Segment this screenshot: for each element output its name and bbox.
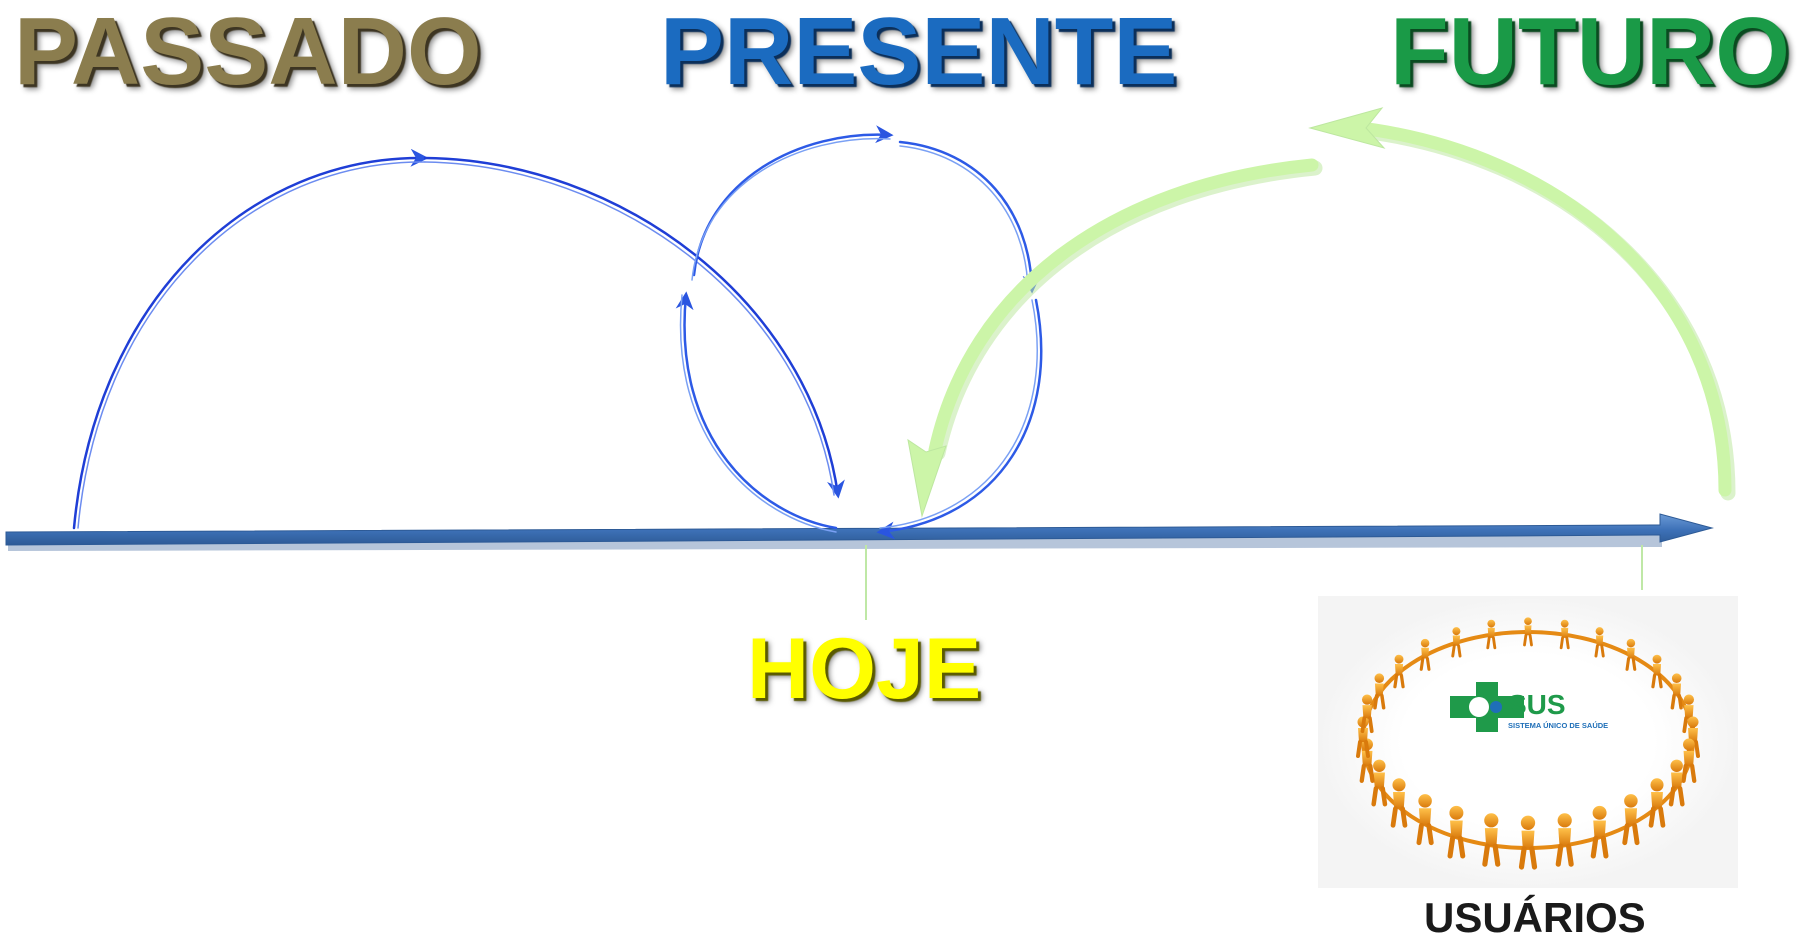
return-arc-arrow (907, 158, 1323, 518)
timeline-arrow (5, 513, 1714, 551)
person-figure (1447, 805, 1466, 859)
person-figure (1625, 638, 1637, 671)
person-figure (1486, 619, 1497, 650)
heading-future: FUTURO (1390, 0, 1790, 105)
person-figure (1590, 805, 1609, 859)
present-loop-arrow (675, 125, 1043, 540)
person-figure (1681, 738, 1697, 783)
people-ring (1356, 617, 1700, 870)
person-figure (1668, 759, 1685, 807)
person-figure (1648, 778, 1666, 828)
person-figure (1393, 654, 1405, 689)
person-figure (1482, 813, 1501, 867)
person-figure (1651, 654, 1663, 689)
person-figure (1373, 673, 1386, 710)
person-figure (1416, 794, 1434, 846)
heading-today: HOJE (747, 621, 982, 717)
person-figure (1360, 694, 1374, 734)
person-figure (1670, 673, 1683, 710)
person-figure (1390, 778, 1408, 828)
people-circle-icon: SUS SISTEMA ÚNICO DE SAÚDE (1318, 596, 1738, 888)
person-figure (1523, 617, 1533, 647)
person-figure (1419, 638, 1431, 671)
person-figure (1518, 815, 1538, 870)
heading-users: USUÁRIOS (1424, 894, 1646, 941)
person-figure (1451, 627, 1462, 658)
sus-logo-subtitle: SISTEMA ÚNICO DE SAÚDE (1508, 721, 1608, 730)
person-figure (1559, 619, 1570, 650)
past-arc-arrow (72, 148, 845, 530)
person-figure (1555, 813, 1574, 867)
sus-logo: SUS SISTEMA ÚNICO DE SAÚDE (1446, 682, 1624, 754)
heading-present: PRESENTE (660, 0, 1178, 105)
person-figure (1371, 759, 1388, 807)
person-figure (1594, 627, 1605, 658)
person-figure (1622, 794, 1640, 846)
future-arc-arrow (1308, 107, 1736, 501)
heading-past: PASSADO (14, 0, 482, 105)
sus-logo-name: SUS (1508, 689, 1566, 720)
